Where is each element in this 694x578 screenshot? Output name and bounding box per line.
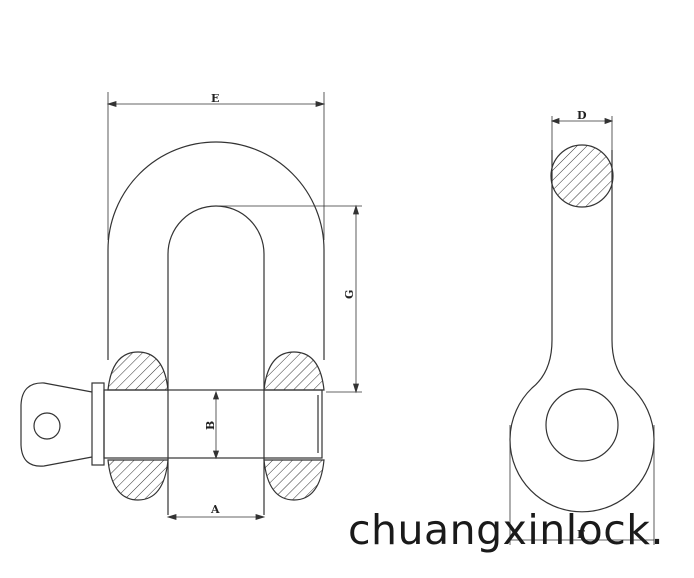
label-g: G	[343, 290, 356, 299]
pin-head	[20, 382, 93, 467]
front-cross-sections	[107, 351, 325, 501]
section-bottom-left	[107, 459, 169, 501]
label-e: E	[211, 92, 219, 105]
pin-collar	[91, 382, 105, 466]
section-top-right	[263, 351, 325, 391]
side-view	[509, 150, 655, 513]
label-a: A	[210, 503, 220, 516]
front-view	[20, 141, 325, 515]
bow-outer	[107, 141, 325, 360]
side-dimensions	[509, 116, 655, 545]
watermark-text: chuangxinlock.	[348, 506, 665, 554]
front-dimensions	[106, 92, 362, 521]
side-profile	[509, 150, 655, 513]
side-cross-section	[550, 144, 614, 208]
label-d: D	[577, 109, 587, 122]
label-f: F	[577, 528, 585, 541]
section-top-left	[107, 351, 169, 391]
label-b: B	[204, 421, 217, 430]
bow-inner	[167, 205, 265, 360]
side-eye-hole	[545, 388, 619, 462]
section-bottom-right	[263, 459, 325, 501]
pin-head-hole	[33, 412, 61, 440]
